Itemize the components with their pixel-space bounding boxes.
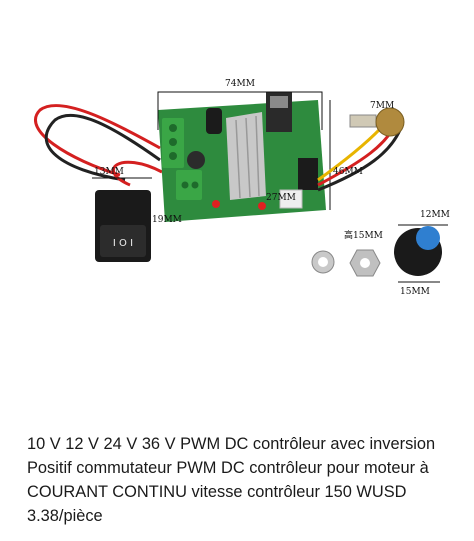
- potentiometer-body: [375, 107, 405, 137]
- product-title[interactable]: 10 V 12 V 24 V 36 V PWM DC contrôleur av…: [27, 435, 436, 525]
- dim-label-74: 74MM: [225, 79, 255, 89]
- potentiometer-shaft: [349, 114, 377, 128]
- dim-label-7: 7MM: [370, 101, 394, 111]
- dim-label-15-knob: 15MM: [400, 287, 430, 297]
- white-connector: [279, 189, 303, 209]
- dim-label-12: 12MM: [420, 210, 450, 220]
- pwm-controller-photo: I O I 74MM 7MM 13MM 46MM 12MM 19MM 27MM …: [34, 79, 450, 297]
- led-left: [212, 200, 220, 208]
- inductor: [187, 151, 205, 169]
- dim-label-46: 46MM: [333, 167, 363, 177]
- terminal-block-bottom: [176, 170, 202, 200]
- product-image[interactable]: I O I 74MM 7MM 13MM 46MM 12MM 19MM 27MM …: [0, 0, 474, 340]
- ic-chip: [298, 158, 318, 190]
- dim-label-27: 27MM: [266, 193, 296, 203]
- black-wire-2: [317, 129, 402, 192]
- black-wire: [44, 113, 161, 182]
- switch-symbol: I O I: [113, 238, 133, 249]
- red-wire: [34, 104, 161, 177]
- dim-label-19: 19MM: [152, 215, 182, 225]
- capacitor: [206, 108, 222, 134]
- dim-label-13: 13MM: [94, 167, 124, 177]
- led-right: [258, 202, 266, 210]
- red-wire-2: [112, 160, 163, 187]
- dim-label-15-pot: 高15MM: [344, 229, 383, 241]
